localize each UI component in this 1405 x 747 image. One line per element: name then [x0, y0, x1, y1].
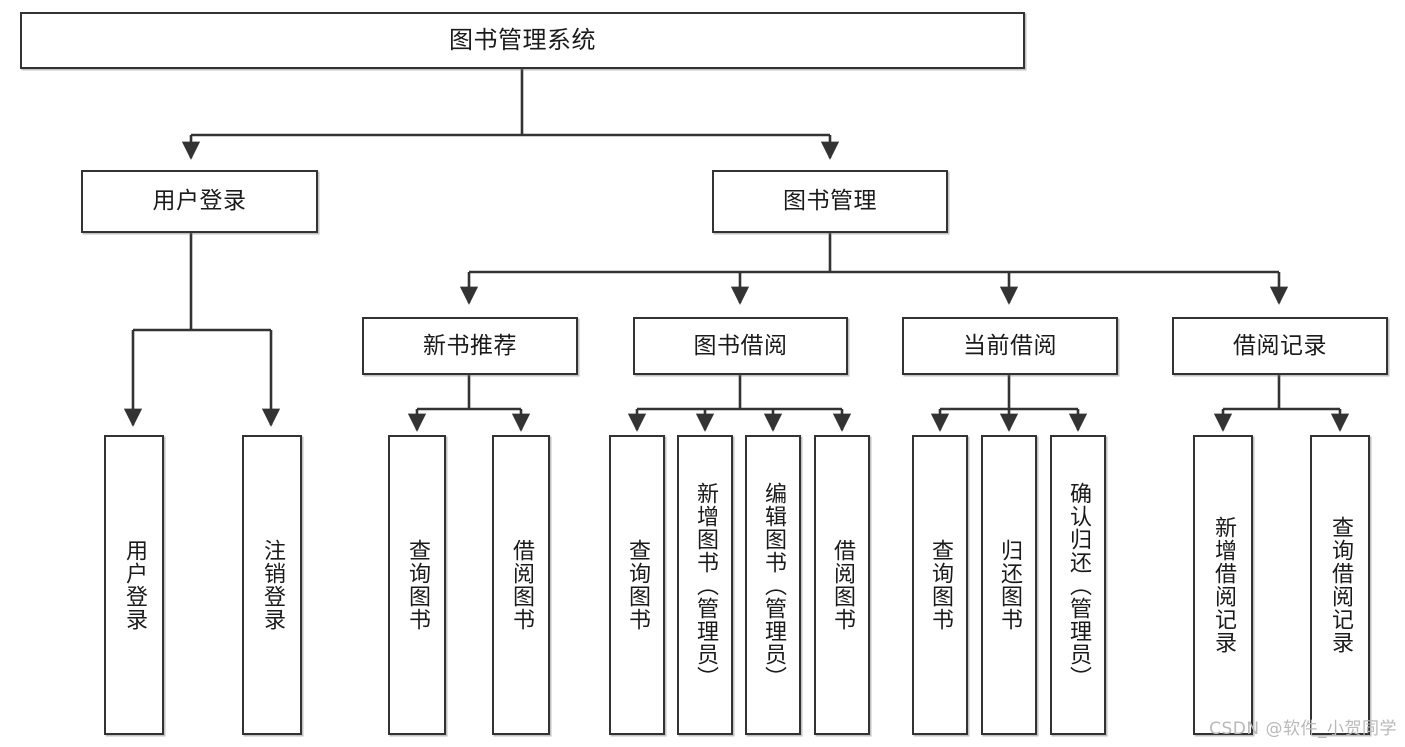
node-current-borrow[interactable]: 当前借阅 — [902, 317, 1118, 375]
leaf-borrow-add-book-admin[interactable]: 新增图书（管理员） — [677, 435, 733, 735]
leaf-recommend-query-book[interactable]: 查询图书 — [388, 435, 446, 735]
leaf-current-confirm-return-admin[interactable]: 确认归还（管理员） — [1050, 435, 1106, 735]
leaf-label: 查询借阅记录 — [1327, 516, 1353, 654]
leaf-borrow-borrow-book[interactable]: 借阅图书 — [814, 435, 870, 735]
leaf-recommend-borrow-book[interactable]: 借阅图书 — [492, 435, 550, 735]
leaf-label: 查询图书 — [927, 539, 953, 631]
node-new-book-recommend[interactable]: 新书推荐 — [362, 317, 578, 375]
leaf-user-login-login[interactable]: 用户登录 — [104, 435, 164, 735]
leaf-label: 新增图书（管理员） — [692, 481, 718, 689]
leaf-label: 查询图书 — [624, 539, 650, 631]
leaf-current-query-book[interactable]: 查询图书 — [912, 435, 968, 735]
leaf-record-query-record[interactable]: 查询借阅记录 — [1310, 435, 1370, 735]
leaf-borrow-edit-book-admin[interactable]: 编辑图书（管理员） — [745, 435, 801, 735]
leaf-label: 借阅图书 — [508, 539, 534, 631]
node-root-system[interactable]: 图书管理系统 — [20, 12, 1025, 69]
leaf-label: 借阅图书 — [829, 539, 855, 631]
leaf-borrow-query-book[interactable]: 查询图书 — [609, 435, 665, 735]
leaf-user-login-logout[interactable]: 注销登录 — [242, 435, 302, 735]
node-borrow-record[interactable]: 借阅记录 — [1172, 317, 1388, 375]
leaf-label: 用户登录 — [121, 539, 147, 631]
leaf-label: 编辑图书（管理员） — [760, 481, 786, 689]
leaf-label: 归还图书 — [996, 539, 1022, 631]
leaf-label: 确认归还（管理员） — [1065, 481, 1091, 689]
node-book-management[interactable]: 图书管理 — [712, 170, 948, 233]
leaf-label: 查询图书 — [404, 539, 430, 631]
node-user-login[interactable]: 用户登录 — [81, 170, 318, 233]
watermark: CSDN @软件_小贺同学 — [1209, 719, 1397, 739]
node-book-borrow[interactable]: 图书借阅 — [633, 317, 848, 375]
leaf-label: 新增借阅记录 — [1210, 516, 1236, 654]
leaf-label: 注销登录 — [259, 539, 285, 631]
leaf-current-return-book[interactable]: 归还图书 — [981, 435, 1037, 735]
leaf-record-add-record[interactable]: 新增借阅记录 — [1193, 435, 1253, 735]
